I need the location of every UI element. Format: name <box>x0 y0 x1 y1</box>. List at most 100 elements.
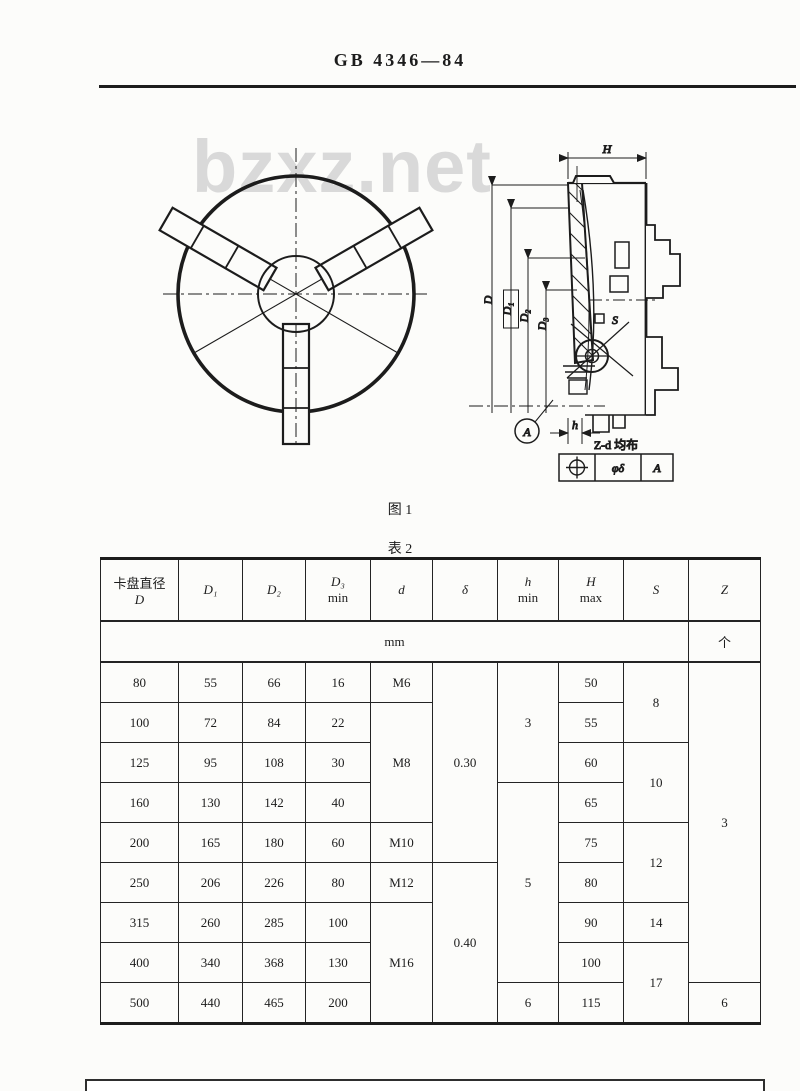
fcf-tolerance-label: φδ <box>612 461 625 475</box>
table-cell: 72 <box>178 702 243 743</box>
table-cell: 465 <box>242 982 306 1024</box>
jaw-guide-curve-inner <box>579 189 590 391</box>
table-cell: M12 <box>370 862 433 903</box>
table-cell: 30 <box>305 742 371 783</box>
table-cell: 3 <box>497 661 559 783</box>
table-cell: 80 <box>305 862 371 903</box>
table-cell: 340 <box>178 942 243 983</box>
jaw-guide-curve <box>582 189 595 391</box>
table-cell: 285 <box>242 902 306 943</box>
table-cell: 368 <box>242 942 306 983</box>
header-rule <box>99 85 796 88</box>
chuck-jaw-top-right <box>313 206 434 292</box>
column-header: D₂ <box>242 558 306 622</box>
datum-leader <box>534 399 554 423</box>
jaw-block <box>609 275 629 293</box>
table-cell: 8 <box>623 661 689 743</box>
pattern-note: Z-d 均布 <box>594 438 638 452</box>
table-caption: 表 2 <box>387 542 413 557</box>
table-cell: 95 <box>178 742 243 783</box>
upper-jaw-steps <box>646 224 681 299</box>
column-header: Z <box>688 558 761 622</box>
dim-H-label: H <box>602 142 613 156</box>
position-tolerance-icon <box>566 456 588 479</box>
dim-diameters <box>488 176 585 413</box>
tolerance-target-icon <box>575 339 609 373</box>
table-cell: 50 <box>558 661 624 703</box>
standard-number: GB 4346—84 <box>333 50 467 70</box>
table-cell: 100 <box>305 902 371 943</box>
table-cell: 60 <box>305 822 371 863</box>
table-cell: 315 <box>100 902 179 943</box>
table-cell: 0.30 <box>432 661 498 863</box>
dim-h-label: h <box>572 418 578 432</box>
table-cell: 75 <box>558 822 624 863</box>
table-cell: 6 <box>688 982 761 1024</box>
bottom-page-box <box>85 1079 765 1091</box>
table-cell: 206 <box>178 862 243 903</box>
table-cell: 115 <box>558 982 624 1024</box>
chuck-jaw-top-left <box>158 206 279 292</box>
fcf-datum-label: A <box>652 461 661 475</box>
datum-circle-icon <box>514 418 540 444</box>
table-cell: 55 <box>558 702 624 743</box>
centerlines <box>163 148 431 448</box>
chuck-section-view-drawing: H D D₁ D₂ D₃ S <box>469 142 681 482</box>
table-cell: 200 <box>305 982 371 1024</box>
body-bottom-steps <box>585 414 646 433</box>
table-cell: 60 <box>558 742 624 783</box>
table-cell: 66 <box>242 661 306 703</box>
leader-line <box>566 321 630 379</box>
table-cell: 12 <box>623 822 689 903</box>
table-cell: 6 <box>497 982 559 1024</box>
hub-spigot <box>568 379 588 395</box>
feature-control-frame <box>558 453 674 482</box>
column-header: D₁ <box>178 558 243 622</box>
table-cell: 500 <box>100 982 179 1024</box>
table-cell: 100 <box>558 942 624 983</box>
table-cell: 16 <box>305 661 371 703</box>
table-cell: 80 <box>100 661 179 703</box>
dim-D2-label: D₂ <box>517 310 531 324</box>
table-cell: 226 <box>242 862 306 903</box>
table-cell: 108 <box>242 742 306 783</box>
table-cell: 400 <box>100 942 179 983</box>
square-symbol-icon <box>594 313 605 324</box>
table-cell: 200 <box>100 822 179 863</box>
jaw-block <box>614 241 630 269</box>
dim-H <box>559 152 647 179</box>
table-cell: 100 <box>100 702 179 743</box>
table-cell: 5 <box>497 782 559 983</box>
table-cell: 90 <box>558 902 624 943</box>
table-cell: 22 <box>305 702 371 743</box>
table-cell: M8 <box>370 702 433 823</box>
table-cell: 130 <box>178 782 243 823</box>
table-cell: 130 <box>305 942 371 983</box>
basic-dim-box <box>503 289 519 329</box>
dim-D-label: D <box>481 295 495 305</box>
table-cell: 0.40 <box>432 862 498 1024</box>
datum-A-label: A <box>522 425 531 439</box>
figure-caption: 图 1 <box>387 503 413 518</box>
unit-piece-cell: 个 <box>688 620 761 663</box>
table-cell: 440 <box>178 982 243 1024</box>
table-cell: 80 <box>558 862 624 903</box>
table-cell: 14 <box>623 902 689 943</box>
unit-mm-cell: mm <box>100 620 689 663</box>
table-cell: 125 <box>100 742 179 783</box>
table-cell: M16 <box>370 902 433 1024</box>
flange-section <box>566 182 595 365</box>
column-header: δ <box>432 558 498 622</box>
dim-D1-label: D₁ <box>500 303 514 317</box>
